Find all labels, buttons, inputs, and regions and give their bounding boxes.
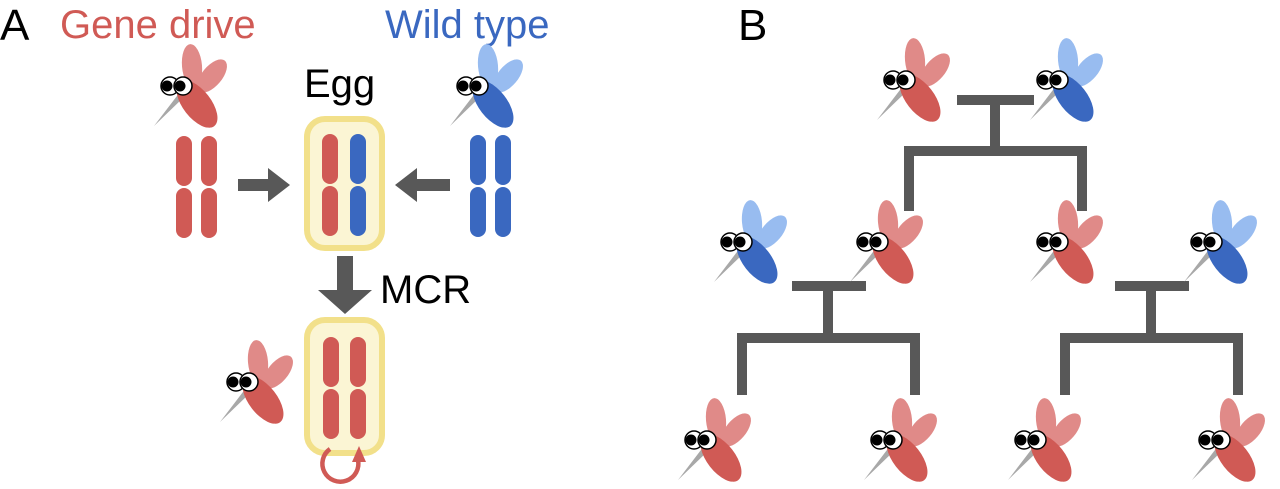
pedigree-gen1-gene-drive-mosquito-icon bbox=[876, 36, 957, 130]
gene-drive-label: Gene drive bbox=[60, 3, 256, 47]
pedigree-gen3-gene-drive-mosquito-icon bbox=[1007, 396, 1088, 489]
conversion-arrow-icon bbox=[320, 446, 366, 484]
arrow-left-icon bbox=[395, 168, 450, 202]
gene-drive-mosquito-icon bbox=[153, 42, 234, 136]
pedigree-gen2-wild-type-mosquito-icon bbox=[1183, 198, 1264, 292]
gene-drive-chromosomes bbox=[176, 136, 217, 238]
pedigree-gen1-wild-type-mosquito-icon bbox=[1029, 36, 1110, 130]
pedigree-gen2-wild-type-mosquito-icon bbox=[713, 198, 794, 292]
wild-type-mosquito-icon bbox=[449, 42, 530, 136]
egg-label: Egg bbox=[304, 62, 375, 106]
wild-type-label: Wild type bbox=[385, 3, 550, 47]
pedigree-gen2-gene-drive-mosquito-icon bbox=[1029, 198, 1110, 292]
wild-type-chromosomes bbox=[470, 135, 511, 237]
gene-drive-offspring-mosquito-icon bbox=[219, 338, 300, 432]
pedigree-gen2-gene-drive-mosquito-icon bbox=[849, 198, 930, 292]
pedigree-gen3-gene-drive-mosquito-icon bbox=[863, 396, 944, 489]
arrow-right-icon bbox=[238, 168, 290, 202]
pedigree-lines bbox=[737, 95, 1243, 395]
pedigree-gen3-gene-drive-mosquito-icon bbox=[1191, 396, 1272, 489]
panel-b-label: B bbox=[738, 1, 767, 50]
egg-cell bbox=[304, 116, 385, 251]
mcr-label: MCR bbox=[380, 268, 471, 312]
pedigree-gen3-gene-drive-mosquito-icon bbox=[677, 396, 758, 489]
converted-egg-cell bbox=[304, 317, 385, 456]
panel-a-label: A bbox=[0, 1, 30, 50]
arrow-down-icon bbox=[318, 256, 372, 314]
